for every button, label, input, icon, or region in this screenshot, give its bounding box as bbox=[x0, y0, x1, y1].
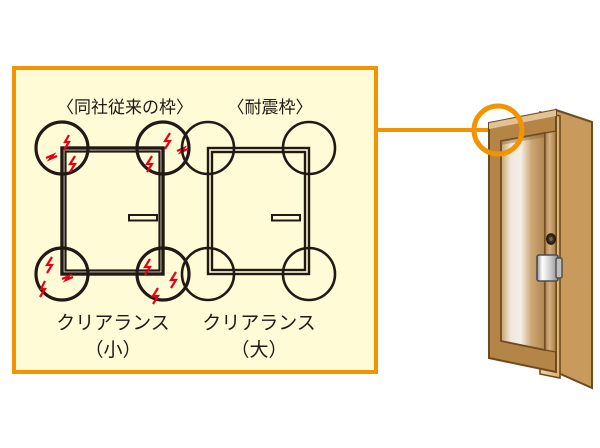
caption-left-line1: クリアランス bbox=[56, 312, 170, 334]
panel-background bbox=[12, 66, 378, 374]
right-outer-frame bbox=[206, 146, 311, 276]
left-bolts-bl bbox=[39, 256, 74, 298]
left-corner-circle-tr bbox=[135, 120, 191, 176]
door-top-edge bbox=[489, 110, 556, 129]
left-corner-circle-bl bbox=[34, 246, 90, 302]
caption-left-line2: （小） bbox=[84, 339, 141, 361]
right-corner-circle-bl bbox=[180, 246, 236, 302]
right-corner-circle-tl bbox=[180, 120, 236, 176]
diagram-header-left: 〈同社従来の枠〉 bbox=[57, 98, 193, 118]
left-corner-circle-br bbox=[135, 246, 191, 302]
diagram-header-right: 〈耐震枠〉 bbox=[228, 98, 313, 118]
diagram-seismic-frame bbox=[180, 120, 337, 302]
left-door-handle bbox=[128, 214, 158, 222]
right-corner-circle-br bbox=[281, 246, 337, 302]
left-bolts-br bbox=[143, 258, 178, 305]
diagram-conventional-frame bbox=[34, 120, 191, 305]
door-panel-bevel-top bbox=[501, 133, 545, 145]
right-corner-circle-tr bbox=[281, 120, 337, 176]
highlight-circle bbox=[471, 103, 525, 157]
right-door-handle bbox=[271, 214, 301, 222]
caption-right-line1: クリアランス bbox=[202, 312, 316, 334]
door-lock-keyhole bbox=[549, 236, 553, 242]
left-door-leaf bbox=[64, 150, 161, 272]
door-handle-base bbox=[555, 257, 563, 279]
left-outer-frame bbox=[60, 146, 165, 276]
caption-right-line2: （大） bbox=[230, 339, 287, 361]
right-door-leaf bbox=[210, 150, 307, 272]
left-corner-circle-tl bbox=[34, 120, 90, 176]
left-bolts-tl bbox=[45, 134, 77, 173]
